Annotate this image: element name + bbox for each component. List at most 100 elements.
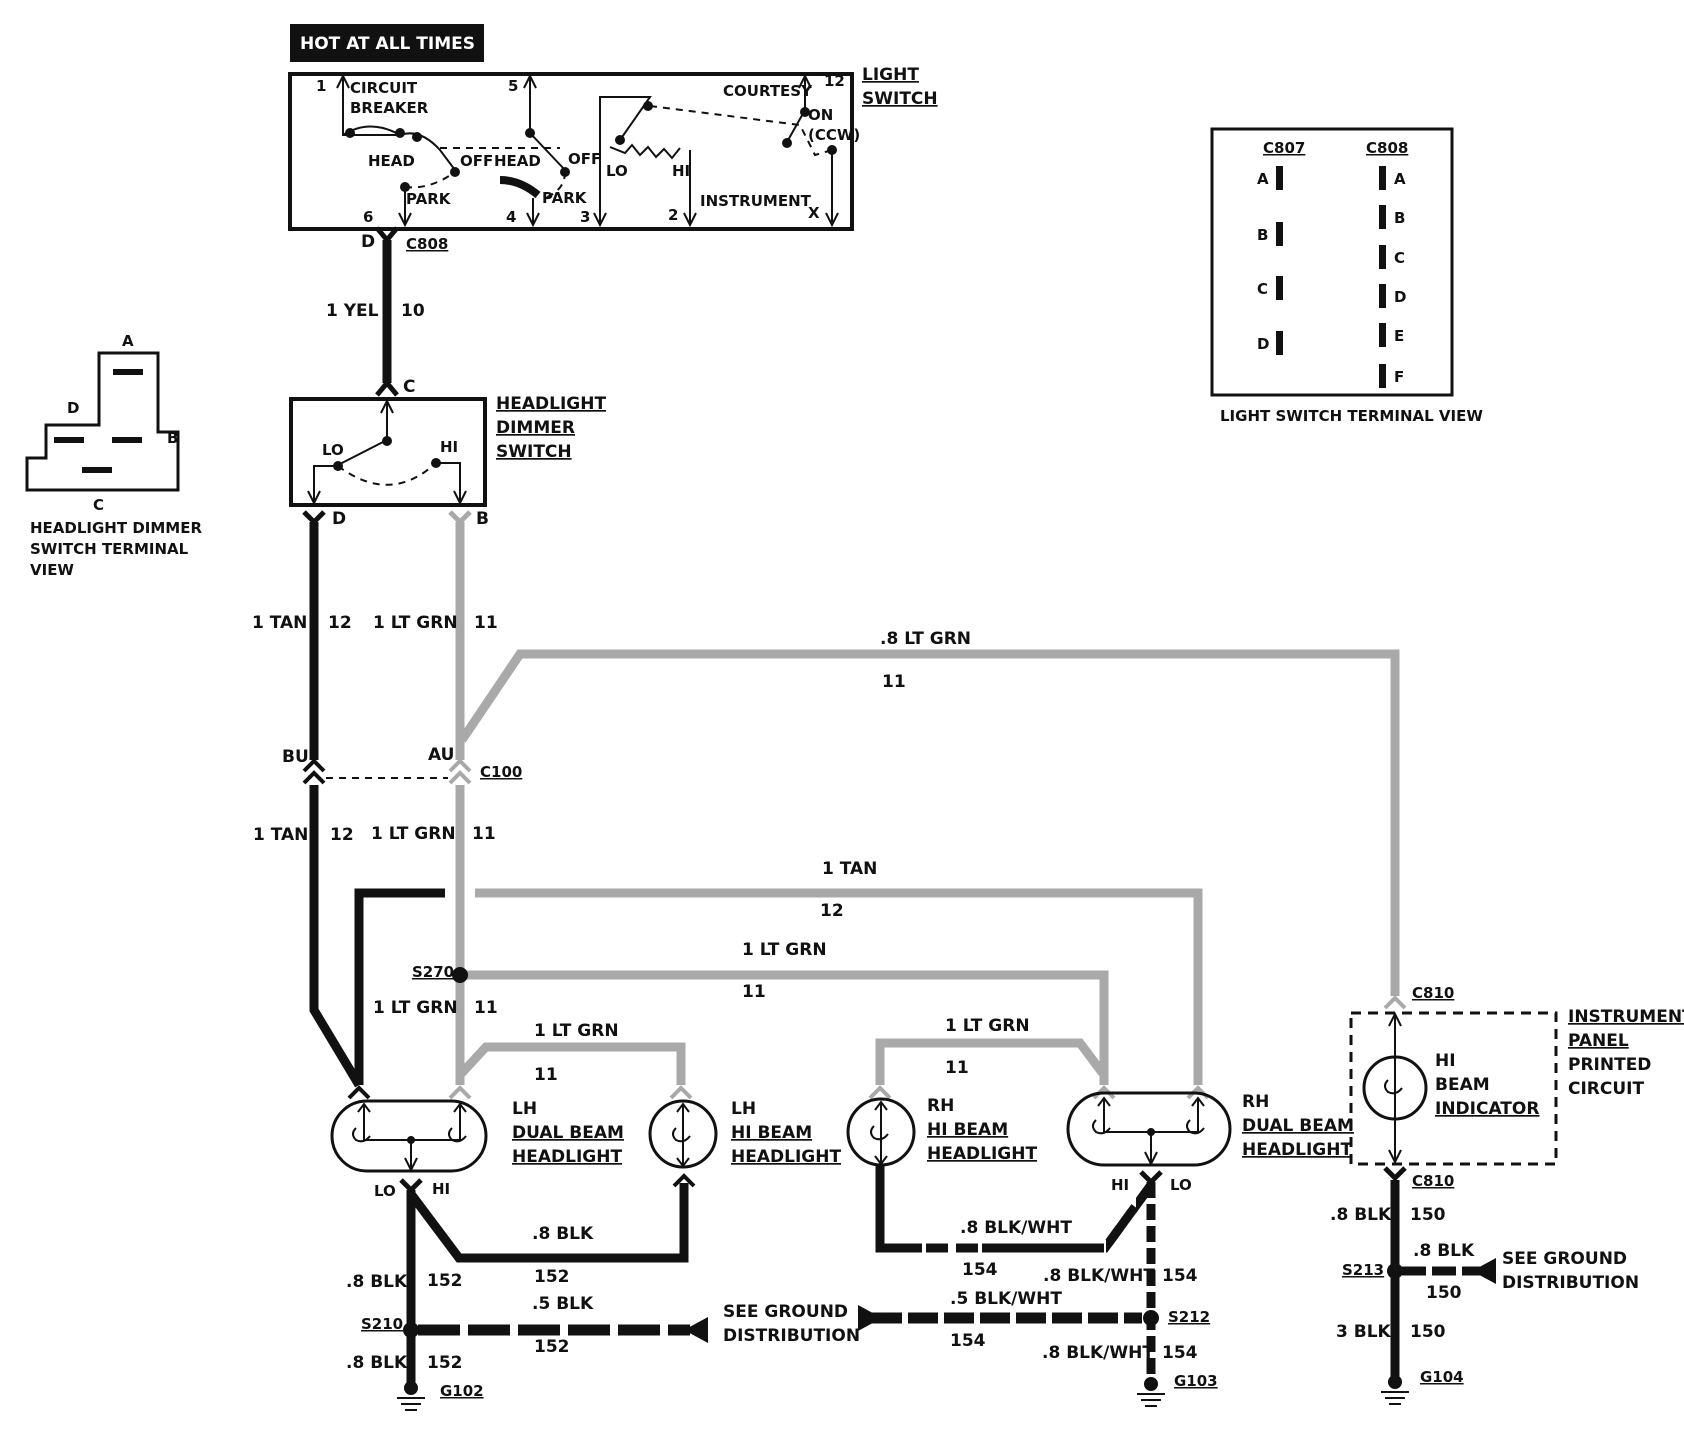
c808-pin-c: C [1394,249,1405,267]
dimmer-tv-pin-a: A [122,332,134,350]
c100-pin-bu: BU [282,747,309,767]
g104-blk-lower-circuit: 150 [1410,1322,1446,1342]
c808-pin-a: A [1394,170,1406,188]
light-switch-tv-caption: LIGHT SWITCH TERMINAL VIEW [1220,407,1483,425]
off-label-1: OFF [460,152,493,170]
g102-blk-upper-circuit: 152 [427,1271,463,1291]
ipc-name-4: CIRCUIT [1568,1079,1644,1099]
wire-ltgrn-11-cross [460,970,1109,1085]
s270-label: S270 [412,963,454,981]
g102-blk-hi-label: .8 BLK [532,1224,594,1244]
see-ground-1-line-1: SEE GROUND [723,1302,848,1322]
wire-ltgrn-ip-circuit: 11 [882,672,906,692]
ipc-name-1: INSTRUMENT [1568,1007,1684,1027]
wire-tan-cross-label: 1 TAN [822,859,877,879]
wire-ltgrn-top-label: 1 LT GRN [373,613,458,633]
c807-pin-d: D [1257,335,1269,353]
circuit-breaker-label-1: CIRCUIT [350,79,418,97]
wire-yel-label: 1 YEL [326,301,379,321]
wire-ltgrn-low-circuit: 11 [474,998,498,1018]
wire-ltgrn-11-lh-hi [456,1042,686,1085]
g102-blk-lower-circuit: 152 [427,1353,463,1373]
rh-hi-name-1: RH [927,1096,954,1116]
park-label-1: PARK [406,190,452,208]
light-switch-name-2: SWITCH [862,89,938,109]
c100-name: C100 [480,763,522,781]
pin-3-label: 3 [580,208,590,226]
dimmer-hi-label: HI [440,438,458,456]
light-switch-name-1: LIGHT [862,65,919,85]
g102-blk5-circuit: 152 [534,1337,570,1357]
wire-tan-cross-circuit: 12 [820,901,844,921]
lh-dual-name-2: DUAL BEAM [512,1123,624,1143]
g102-label: G102 [440,1382,484,1400]
dimmer-name-3: SWITCH [496,442,572,462]
rheostat-hi-label: HI [672,162,690,180]
wire-tan-12-mid [309,785,363,1088]
pin-x-label: X [808,204,820,222]
c100-connector: BU AU C100 [282,745,522,785]
c807-pin-c: C [1257,280,1268,298]
circuit-breaker-label-2: BREAKER [350,99,429,117]
g103-blkwht-hi-label: .8 BLK/WHT [960,1218,1072,1238]
g103-blkwht-upper-label: .8 BLK/WHT [1043,1266,1155,1286]
wire-ltgrn-lh-hi-circuit: 11 [534,1065,558,1085]
ipc-name-2: PANEL [1568,1031,1629,1051]
ipc-name-3: PRINTED [1568,1055,1651,1075]
dimmer-lo-label: LO [322,441,344,459]
wire-ltgrn-lh-hi-label: 1 LT GRN [534,1021,619,1041]
rh-hi-name-3: HEADLIGHT [927,1144,1037,1164]
see-ground-2-line-2: DISTRIBUTION [1502,1273,1639,1293]
c808-pin-d: D [361,232,375,252]
wire-ltgrn-cross-circuit: 11 [742,982,766,1002]
pin-6-label: 6 [363,208,373,226]
wire-ltgrn-ip-label: .8 LT GRN [880,629,971,649]
dimmer-pin-b: B [476,509,489,529]
c808-pin-d: D [1394,288,1406,306]
dimmer-pin-c: C [403,377,415,397]
ground-circuit-g104: .8 BLK 150 S213 .8 BLK 150 3 BLK 150 G10… [1330,1180,1496,1405]
lh-dual-hi: HI [432,1180,450,1198]
c808-pin-e: E [1394,327,1404,345]
wire-ltgrn-11-rh-hi [875,1038,1108,1085]
rh-dual-beam-headlight: HI LO RH DUAL BEAM HEADLIGHT [1066,1085,1354,1194]
c807-heading: C807 [1263,139,1305,157]
g103-blkwht-hi-circuit: 154 [962,1260,998,1280]
c810-bottom-name: C810 [1412,1172,1454,1190]
s213-label: S213 [1342,1261,1384,1279]
g102-blk-lower-label: .8 BLK [346,1353,408,1373]
dimmer-name-1: HEADLIGHT [496,394,606,414]
ground-circuit-g102: .8 BLK 152 .8 BLK 152 S210 .5 BLK 152 .8… [346,1173,708,1411]
wire-ltgrn-top-circuit: 11 [474,613,498,633]
ground-circuit-g103: .8 BLK/WHT 154 .8 BLK/WHT 154 S212 .5 BL… [858,1166,1218,1407]
g103-blkwht-lower-label: .8 BLK/WHT [1042,1343,1154,1363]
c808-heading: C808 [1366,139,1408,157]
c808-name: C808 [406,235,448,253]
pin-5-label: 5 [508,77,518,95]
g103-blkwht-upper-circuit: 154 [1162,1266,1198,1286]
lh-dual-name-1: LH [512,1099,537,1119]
see-ground-2-line-1: SEE GROUND [1502,1249,1627,1269]
ipc-indicator-1: HI [1435,1051,1456,1071]
lh-hi-name-2: HI BEAM [731,1123,812,1143]
rh-hi-beam-headlight: RH HI BEAM HEADLIGHT [846,1085,1037,1167]
wire-ltgrn-mid-label: 1 LT GRN [371,824,456,844]
s212-label: S212 [1168,1308,1210,1326]
wire-ltgrn-rh-hi-label: 1 LT GRN [945,1016,1030,1036]
g103-label: G103 [1174,1372,1218,1390]
dimmer-tv-pin-d: D [67,399,79,417]
wire-tan-12-cross [475,888,1203,1085]
ipc-indicator-2: BEAM [1435,1075,1490,1095]
lh-hi-name-3: HEADLIGHT [731,1147,841,1167]
dimmer-tv-caption-2: SWITCH TERMINAL [30,540,189,558]
g104-blk-branch-circuit: 150 [1426,1283,1462,1303]
lh-dual-beam-headlight: LO HI LH DUAL BEAM HEADLIGHT [330,1085,624,1200]
pin-2-label: 2 [668,206,678,224]
wire-ltgrn-11-ip [458,649,1400,996]
dimmer-pin-d: D [332,509,346,529]
head-label-1: HEAD [368,152,415,170]
g104-label: G104 [1420,1368,1464,1386]
wire-tan-12-cross-left [354,888,445,1085]
rh-hi-name-2: HI BEAM [927,1120,1008,1140]
